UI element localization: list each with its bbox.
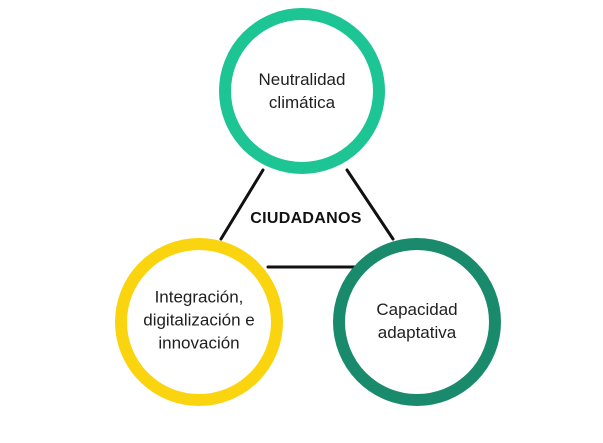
node-label-integracion: Integración, digitalización e innovación: [143, 286, 255, 355]
node-label-capacidad-adaptativa: Capacidad adaptativa: [376, 298, 457, 344]
node-label-line: adaptativa: [377, 323, 457, 342]
center-label-ciudadanos: CIUDADANOS: [250, 210, 362, 227]
node-label-line: climática: [268, 93, 336, 112]
node-label-line: Capacidad: [376, 300, 458, 319]
circle-neutralidad-climatica: [219, 8, 385, 174]
node-label-line: Integración,: [154, 287, 244, 307]
node-label-line: innovación: [158, 333, 240, 353]
circle-integracion-digitalizacion-innovacion: [115, 238, 283, 406]
connector-line-left: [219, 168, 265, 241]
circle-capacidad-adaptativa: [333, 238, 501, 406]
node-label-neutralidad-climatica: Neutralidad climática: [259, 68, 346, 114]
node-label-line: Neutralidad: [258, 70, 346, 89]
connector-line-right: [345, 168, 395, 241]
node-label-line: digitalización e: [143, 310, 255, 330]
